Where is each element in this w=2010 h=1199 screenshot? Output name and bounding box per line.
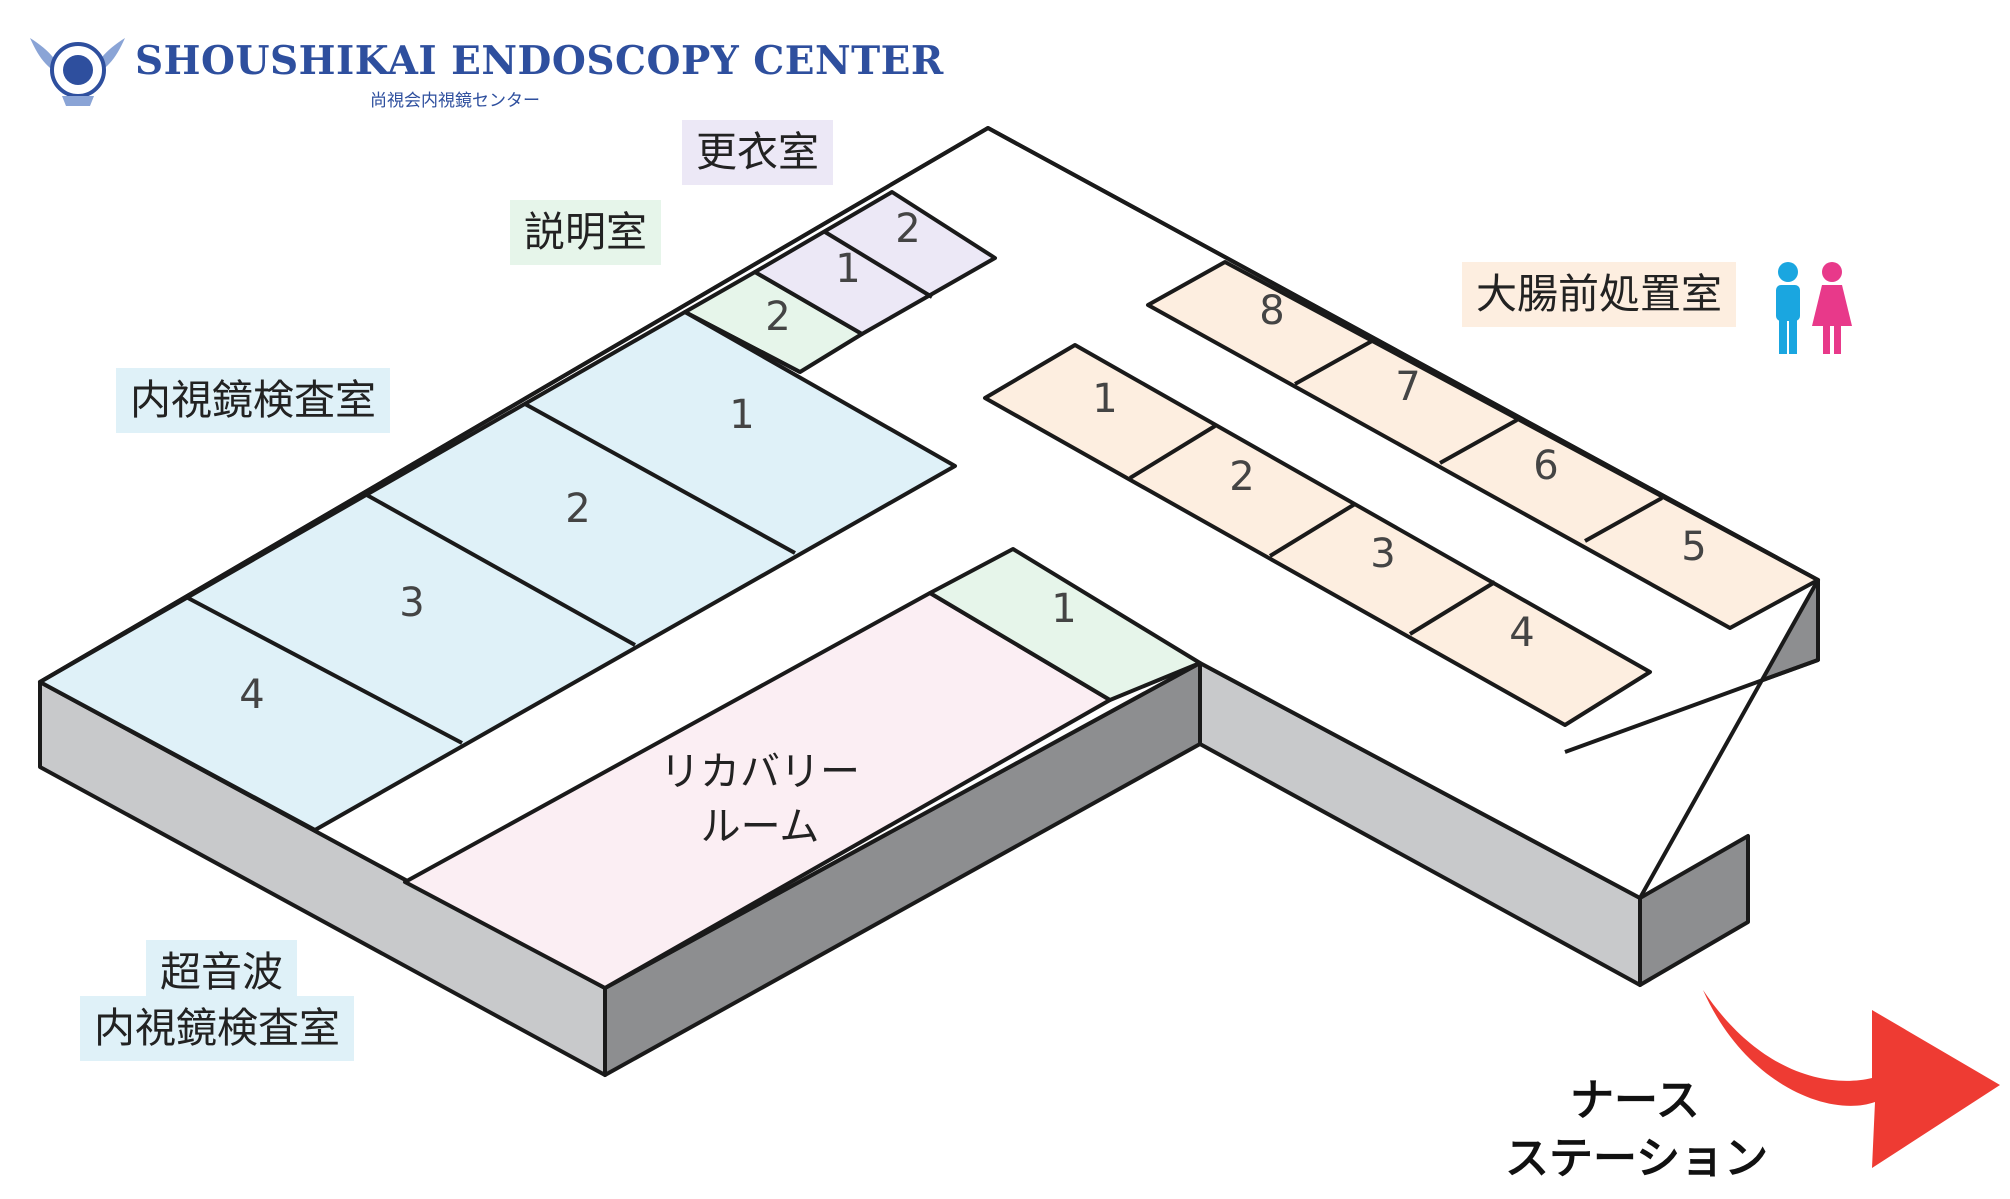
ultrasound-room-label-2: 内視鏡検査室 [80, 996, 354, 1062]
room-number-colon-3: 3 [1370, 531, 1395, 577]
room-number-colon-4: 4 [1509, 610, 1534, 656]
room-number-colon-5: 5 [1681, 524, 1706, 570]
room-number-endoscopy-2: 2 [565, 486, 590, 532]
room-number-changing-2: 2 [895, 206, 920, 252]
logo-title: SHOUSHIKAI ENDOSCOPY CENTER [135, 38, 944, 84]
room-number-colon-1: 1 [1092, 376, 1117, 422]
room-number-colon-6: 6 [1533, 443, 1558, 489]
female-restroom-icon [1812, 262, 1852, 354]
nurse-station-label-1: ナース [1570, 1075, 1700, 1126]
colon-prep-room-label: 大腸前処置室 [1462, 262, 1736, 328]
room-number-endoscopy-3: 3 [399, 580, 424, 626]
endoscopy-room-label: 内視鏡検査室 [116, 368, 390, 434]
ultrasound-room-zone [928, 547, 1202, 702]
room-number-colon-2: 2 [1229, 454, 1254, 500]
colon-prep-inner-zone [983, 343, 1652, 727]
room-number-endoscopy-1: 1 [729, 392, 754, 438]
recovery-room-label-1: リカバリー [660, 749, 860, 795]
corridor-end-wall [1638, 834, 1750, 987]
room-number-consultation-2: 2 [765, 294, 790, 340]
recovery-room-label-2: ルーム [701, 804, 820, 850]
floor-outline [38, 126, 1820, 754]
ultrasound-room-label-1: 超音波 [146, 940, 297, 1006]
consultation-room-label: 説明室 [510, 200, 661, 266]
room-number-colon-7: 7 [1395, 364, 1420, 410]
room-number-changing-1: 1 [835, 246, 860, 292]
male-restroom-icon [1776, 262, 1800, 354]
changing-room-label: 更衣室 [682, 120, 833, 186]
logo-subtitle: 尚視会内視鏡センター [370, 91, 540, 111]
room-number-colon-8: 8 [1259, 288, 1284, 334]
room-number-ultrasound-1: 1 [1051, 586, 1076, 632]
red-curved-arrow-icon [1703, 990, 2000, 1168]
eagle-emblem-icon [30, 38, 125, 106]
nurse-station-label-2: ステーション [1505, 1133, 1769, 1184]
room-number-endoscopy-4: 4 [239, 672, 264, 718]
endoscopy-room-zone [38, 310, 957, 832]
